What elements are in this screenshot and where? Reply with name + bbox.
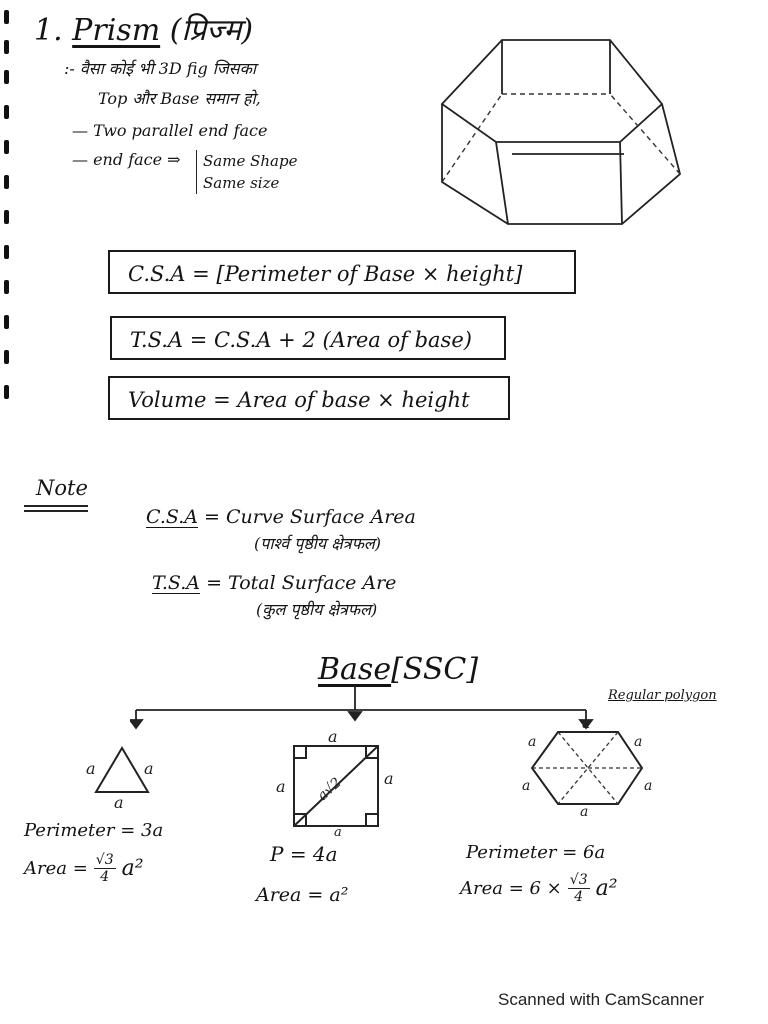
hexagon-perimeter: Perimeter = 6a — [466, 842, 606, 863]
end-face-item-shape: Same Shape — [203, 152, 298, 170]
csa-abbreviation: C.S.A — [146, 506, 198, 528]
end-face-list: Same Shape Same size — [196, 150, 297, 194]
triangle-area-label: Area = — [24, 858, 88, 879]
binder-hole — [4, 105, 9, 119]
square-area: Area = a² — [256, 884, 349, 906]
tsa-abbreviation: T.S.A — [152, 572, 201, 594]
end-face-item-size: Same size — [203, 174, 280, 192]
fraction-denominator: 4 — [100, 869, 110, 885]
binder-hole — [4, 280, 9, 294]
csa-expansion: = Curve Surface Area — [204, 506, 416, 528]
hexagon-area: Area = 6 × √3 4 a² — [460, 872, 618, 905]
fraction-numerator: √3 — [93, 852, 116, 869]
regular-hexagon-figure: a a a a a a — [522, 716, 652, 816]
equilateral-triangle-figure: a a a — [86, 746, 154, 808]
square-side-label: a — [328, 727, 338, 746]
hexagon-side-label: a — [528, 734, 536, 750]
definition-line-2: Top और Base समान हो, — [98, 89, 261, 108]
fraction-numerator: √3 — [567, 872, 590, 889]
binder-hole — [4, 140, 9, 154]
hexagon-area-tail: a² — [595, 876, 618, 901]
binder-hole — [4, 175, 9, 189]
definition-line-1: :- वैसा कोई भी 3D fig जिसका — [64, 59, 257, 78]
binder-hole — [4, 385, 9, 399]
square-side-label: a — [276, 777, 286, 796]
square-side-label: a — [384, 769, 394, 788]
base-tree-connector — [130, 686, 594, 730]
csa-formula-box: C.S.A = [Perimeter of Base × height] — [108, 250, 576, 294]
base-tag: [SSC] — [391, 652, 479, 687]
note-heading: Note — [36, 476, 88, 500]
volume-formula-box: Volume = Area of base × height — [108, 376, 510, 420]
hexagon-side-label: a — [582, 716, 590, 732]
triangle-area-tail: a² — [121, 856, 144, 881]
square-side-label: a — [334, 825, 342, 838]
tsa-expansion: = Total Surface Are — [206, 572, 397, 594]
note-underline — [24, 510, 88, 512]
square-perimeter: P = 4a — [270, 842, 338, 866]
bullet-end-face: — end face ⇒ — [72, 150, 181, 169]
page-title: 1. Prism (प्रिज्म) — [34, 8, 253, 49]
binder-hole — [4, 210, 9, 224]
hexagon-side-label: a — [644, 778, 652, 794]
title-number: 1. — [34, 13, 63, 48]
triangle-side-label: a — [144, 759, 154, 778]
triangle-area: Area = √3 4 a² — [24, 852, 144, 885]
scanner-watermark: Scanned with CamScanner — [498, 990, 705, 1009]
triangle-area-fraction: √3 4 — [93, 852, 116, 885]
triangle-perimeter: Perimeter = 3a — [24, 820, 164, 841]
binder-hole — [4, 350, 9, 364]
note-tsa-line: T.S.A = Total Surface Are — [152, 572, 396, 594]
binder-hole — [4, 245, 9, 259]
hexagon-side-label: a — [522, 778, 530, 794]
end-face-prefix: — end face ⇒ — [72, 150, 181, 169]
binder-hole — [4, 10, 9, 24]
definition-block: :- वैसा कोई भी 3D fig जिसका Top और Base … — [64, 54, 267, 146]
regular-polygon-label: Regular polygon — [608, 688, 717, 703]
square-figure: a a a a a√2 — [276, 727, 394, 838]
base-title: Base — [318, 652, 392, 687]
title-hindi: (प्रिज्म) — [169, 13, 254, 48]
hexagon-area-label: Area = 6 × — [460, 878, 562, 899]
fraction-denominator: 4 — [574, 889, 584, 905]
note-csa-line: C.S.A = Curve Surface Area — [146, 506, 416, 528]
title-name: Prism — [72, 13, 161, 48]
square-diagonal-label: a√2 — [315, 775, 345, 804]
hexagon-side-label: a — [580, 804, 588, 816]
hexagon-area-fraction: √3 4 — [567, 872, 590, 905]
tsa-hindi: (कुल पृष्ठीय क्षेत्रफल) — [256, 600, 378, 619]
tsa-formula-box: T.S.A = C.S.A + 2 (Area of base) — [110, 316, 506, 360]
bullet-parallel-faces: — Two parallel end face — [72, 121, 268, 140]
csa-hindi: (पार्श्व पृष्ठीय क्षेत्रफल) — [254, 534, 382, 553]
note-underline — [24, 505, 88, 507]
base-heading: Base[SSC] — [318, 652, 478, 687]
triangle-side-label: a — [114, 793, 124, 808]
binder-hole — [4, 315, 9, 329]
hexagon-side-label: a — [634, 734, 642, 750]
triangle-side-label: a — [86, 759, 96, 778]
binder-hole — [4, 40, 9, 54]
hexagonal-prism-figure — [440, 39, 682, 225]
binder-hole — [4, 70, 9, 84]
